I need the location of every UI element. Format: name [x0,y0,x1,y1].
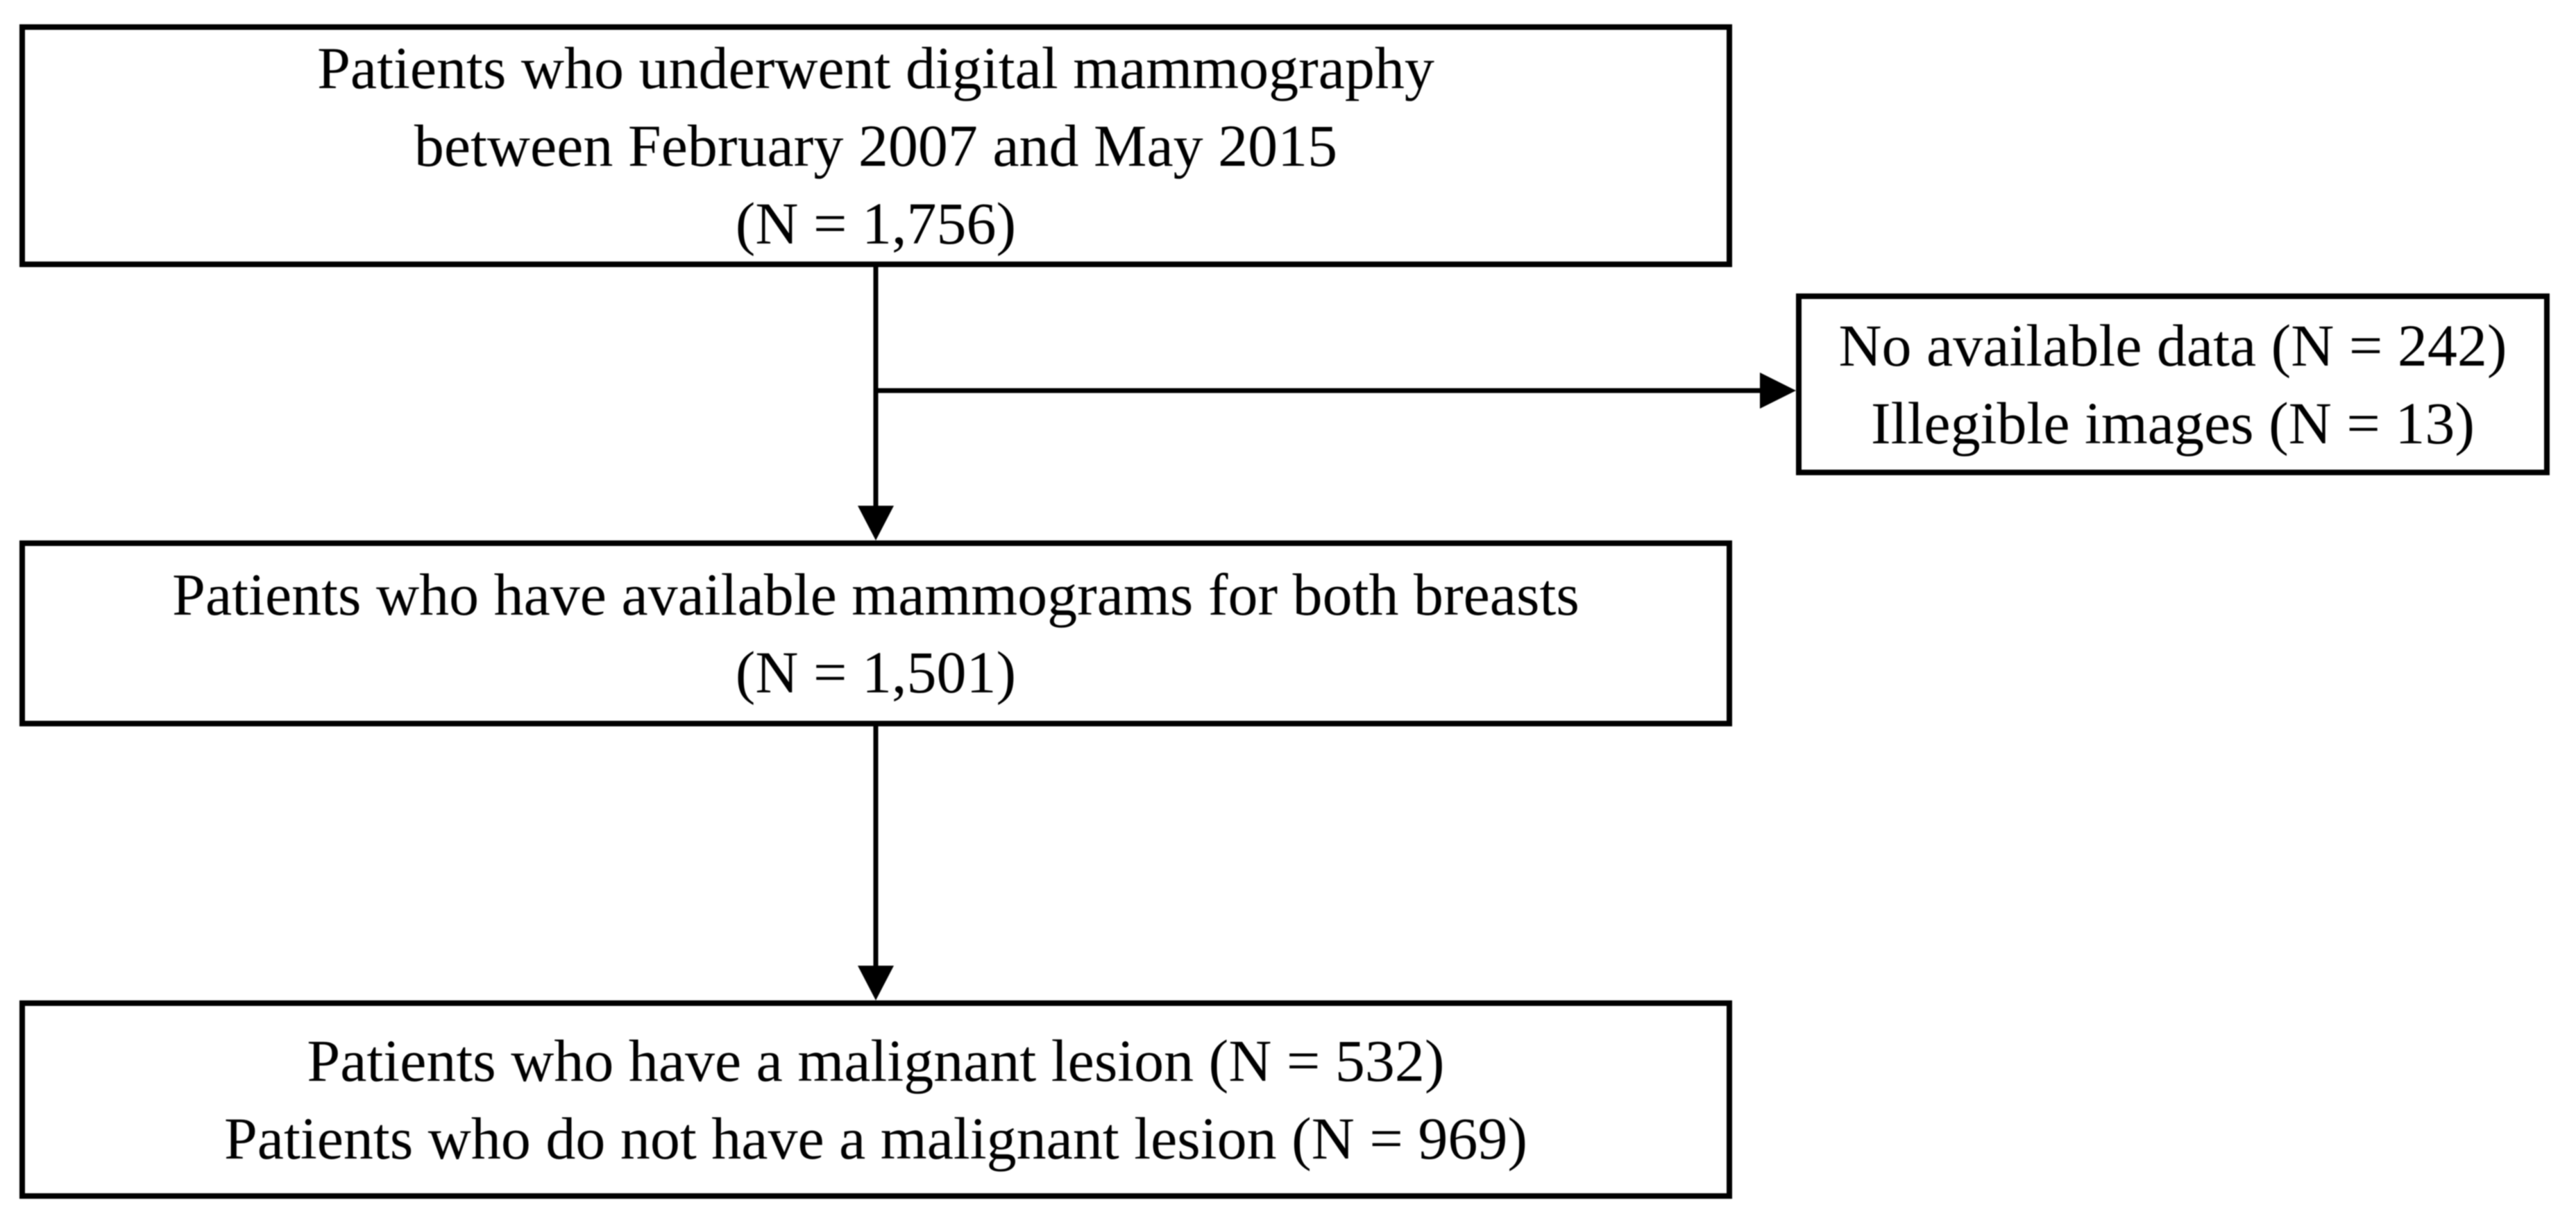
box-population-line-1: Patients who underwent digital mammograp… [317,35,1434,101]
box-outcome-line-2: Patients who do not have a malignant les… [223,1105,1528,1172]
box-excluded-line-2: Illegible images (N = 13) [1870,390,2475,456]
arrow-population-to-available-arrowhead [858,506,894,540]
box-available-line-2: (N = 1,501) [735,639,1017,706]
arrow-branch-to-excluded-arrowhead [1760,373,1796,409]
box-population-line-2: between February 2007 and May 2015 [414,112,1338,179]
box-excluded-line-1: No available data (N = 242) [1838,312,2507,379]
box-available: Patients who have available mammograms f… [19,540,1732,726]
arrow-available-to-outcome-arrowhead [858,966,894,1000]
box-available-line-1: Patients who have available mammograms f… [172,561,1579,628]
box-population: Patients who underwent digital mammograp… [19,24,1732,267]
box-outcome: Patients who have a malignant lesion (N … [19,1000,1732,1199]
box-outcome-line-1: Patients who have a malignant lesion (N … [307,1027,1445,1094]
box-population-line-3: (N = 1,756) [735,190,1017,257]
box-excluded: No available data (N = 242) Illegible im… [1796,293,2550,475]
